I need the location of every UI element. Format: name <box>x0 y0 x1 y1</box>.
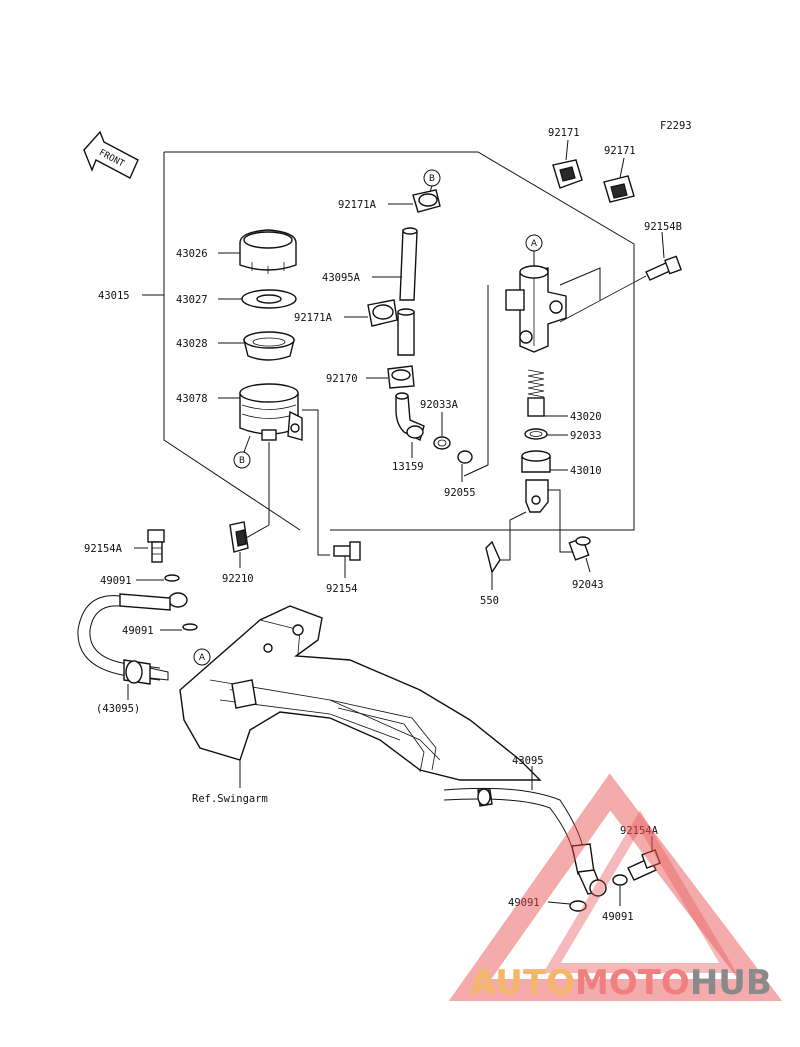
label-43020: 43020 <box>570 411 602 423</box>
label-92154A-left: 92154A <box>84 543 123 555</box>
label-550: 550 <box>480 595 499 607</box>
snapring-92033 <box>524 428 548 440</box>
label-49091-b: 49091 <box>122 625 154 637</box>
label-92154: 92154 <box>326 583 358 595</box>
label-43095A: 43095A <box>322 272 361 284</box>
label-43078: 43078 <box>176 393 208 405</box>
washer-49091-a <box>164 574 180 582</box>
diaphragm-43028 <box>243 331 295 361</box>
label-43026: 43026 <box>176 248 208 260</box>
svg-text:A: A <box>199 653 206 663</box>
cotterpin-550 <box>485 540 501 574</box>
banjo-bolt-92154A-left <box>147 529 165 563</box>
label-43010: 43010 <box>570 465 602 477</box>
reservoir-43078 <box>239 383 303 441</box>
reservoir-cap-43026 <box>239 229 297 274</box>
label-92033A: 92033A <box>420 399 459 411</box>
hose-43095-left <box>77 595 169 685</box>
oring-92055 <box>457 450 473 464</box>
bolt-92154 <box>333 541 361 561</box>
clip-92171A-mid <box>367 299 398 327</box>
clip-92210 <box>229 521 249 553</box>
svg-text:B: B <box>239 456 245 466</box>
bolt-92154B <box>645 255 682 281</box>
label-92171-b: 92171 <box>604 145 636 157</box>
label-43095-paren: (43095) <box>96 703 140 715</box>
label-43095: 43095 <box>512 755 544 767</box>
clip-92171-b <box>603 175 635 203</box>
figure-code: F2293 <box>660 120 692 132</box>
label-92055: 92055 <box>444 487 476 499</box>
label-92171A-top: 92171A <box>338 199 377 211</box>
clamp-92170 <box>387 365 415 389</box>
label-92154B: 92154B <box>644 221 682 233</box>
banjo-fitting-right <box>589 879 607 897</box>
pin-92043 <box>568 536 591 561</box>
banjo-bolt-92154A-right <box>627 849 661 881</box>
label-13159: 13159 <box>392 461 424 473</box>
plate-43027 <box>241 289 297 309</box>
ring-92033A <box>433 436 451 450</box>
watermark-text: AUTOMOTOHUB <box>470 963 772 1003</box>
svg-text:B: B <box>429 174 435 184</box>
banjo-fitting-left <box>119 592 188 611</box>
washer-49091-c <box>569 900 587 912</box>
clip-92171A-top <box>412 189 441 213</box>
label-92154A-right: 92154A <box>620 825 659 837</box>
label-43028: 43028 <box>176 338 208 350</box>
piston-43010 <box>521 450 551 513</box>
label-92171A-mid: 92171A <box>294 312 333 324</box>
label-92033: 92033 <box>570 430 602 442</box>
washer-49091-b <box>182 623 198 631</box>
clip-92171-a <box>552 159 583 189</box>
label-92043: 92043 <box>572 579 604 591</box>
label-92171-a: 92171 <box>548 127 580 139</box>
label-92170: 92170 <box>326 373 358 385</box>
callout-b-bottom <box>233 451 251 469</box>
label-43027: 43027 <box>176 294 208 306</box>
label-49091-c: 49091 <box>508 897 540 909</box>
label-43015: 43015 <box>98 290 130 302</box>
label-49091-d: 49091 <box>602 911 634 923</box>
label-ref-swingarm: Ref.Swingarm <box>192 793 268 805</box>
elbow-13159 <box>395 392 425 442</box>
swingarm <box>179 605 542 781</box>
callout-a-bottom <box>193 648 211 666</box>
front-arrow-icon: FRONT <box>83 130 139 179</box>
spring-43020 <box>527 369 545 417</box>
label-92210: 92210 <box>222 573 254 585</box>
watermark-logo <box>448 773 783 1001</box>
master-cylinder-body <box>505 265 567 353</box>
svg-text:A: A <box>531 239 538 249</box>
hose-43095A <box>397 227 418 356</box>
label-49091-a: 49091 <box>100 575 132 587</box>
assembly-outline <box>142 151 635 531</box>
washer-49091-d <box>612 874 628 886</box>
